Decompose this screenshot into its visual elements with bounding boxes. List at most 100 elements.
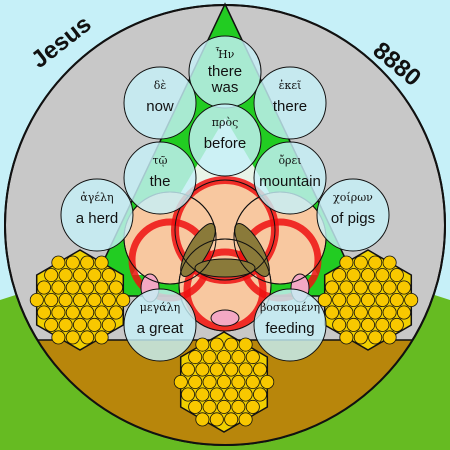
coin bbox=[245, 399, 260, 414]
coin bbox=[94, 305, 109, 320]
coin bbox=[324, 305, 339, 320]
coin bbox=[44, 268, 59, 283]
english-word: now bbox=[146, 98, 174, 115]
english-word: a great bbox=[137, 320, 185, 337]
greek-word: βοσκομένη bbox=[260, 301, 320, 314]
coin bbox=[180, 387, 195, 402]
word-circle-disc bbox=[123, 288, 197, 362]
greek-word: μεγάλη bbox=[140, 301, 180, 314]
word-circle-group: Ἦνtherewasδὲnowἐκεῖthereπρὸςbeforeτῷtheὄ… bbox=[60, 35, 390, 362]
coin bbox=[346, 317, 361, 332]
coin bbox=[368, 280, 383, 295]
coin bbox=[202, 374, 217, 389]
coin bbox=[238, 412, 253, 427]
coin bbox=[238, 337, 253, 352]
coin bbox=[80, 255, 95, 270]
coin bbox=[238, 387, 253, 402]
english-word: before bbox=[204, 135, 247, 152]
coin bbox=[360, 317, 375, 332]
english-word: there bbox=[208, 63, 242, 80]
coin bbox=[173, 374, 188, 389]
coin bbox=[58, 292, 73, 307]
coin bbox=[339, 255, 354, 270]
hexagon-group bbox=[29, 249, 419, 433]
coin bbox=[360, 292, 375, 307]
coin bbox=[238, 362, 253, 377]
word-circle-disc bbox=[188, 103, 262, 177]
coin bbox=[231, 374, 246, 389]
coin bbox=[231, 399, 246, 414]
coin bbox=[116, 292, 131, 307]
coin bbox=[252, 387, 267, 402]
greek-word: ἀγέλη bbox=[80, 191, 113, 204]
coin bbox=[353, 255, 368, 270]
coin bbox=[29, 292, 44, 307]
coin bbox=[202, 399, 217, 414]
coin bbox=[101, 317, 116, 332]
coin bbox=[339, 305, 354, 320]
coin bbox=[73, 268, 88, 283]
coin bbox=[101, 292, 116, 307]
coin bbox=[58, 268, 73, 283]
english-word: a herd bbox=[76, 210, 119, 227]
coin bbox=[195, 362, 210, 377]
coin bbox=[389, 268, 404, 283]
coin bbox=[252, 362, 267, 377]
coin bbox=[339, 330, 354, 345]
coin bbox=[87, 268, 102, 283]
coin bbox=[332, 268, 347, 283]
coin bbox=[353, 305, 368, 320]
word-circle-disc bbox=[253, 141, 327, 215]
coin bbox=[65, 280, 80, 295]
word-circle-before: πρὸς before bbox=[188, 103, 262, 177]
coin bbox=[65, 330, 80, 345]
coin bbox=[94, 255, 109, 270]
word-circle-disc bbox=[253, 288, 327, 362]
coin bbox=[368, 255, 383, 270]
coin bbox=[87, 292, 102, 307]
english-word: mountain bbox=[259, 173, 321, 190]
coin bbox=[332, 317, 347, 332]
coin bbox=[375, 268, 390, 283]
coin bbox=[346, 268, 361, 283]
coin bbox=[382, 305, 397, 320]
coin bbox=[87, 317, 102, 332]
coin bbox=[73, 292, 88, 307]
coin bbox=[80, 330, 95, 345]
coin bbox=[44, 292, 59, 307]
coin bbox=[195, 412, 210, 427]
coin bbox=[360, 268, 375, 283]
coin bbox=[353, 280, 368, 295]
word-circle-disc bbox=[60, 178, 134, 252]
word-circle-disc bbox=[316, 178, 390, 252]
word-circle-disc bbox=[253, 66, 327, 140]
coin bbox=[216, 350, 231, 365]
hexagon-left bbox=[29, 249, 131, 351]
coin bbox=[382, 280, 397, 295]
coin bbox=[224, 362, 239, 377]
english-word: feeding bbox=[265, 320, 314, 337]
coin bbox=[382, 255, 397, 270]
coin bbox=[94, 330, 109, 345]
coin bbox=[65, 305, 80, 320]
coin bbox=[58, 317, 73, 332]
coin bbox=[44, 317, 59, 332]
coin bbox=[332, 292, 347, 307]
greek-word: πρὸς bbox=[212, 116, 238, 129]
coin bbox=[51, 255, 66, 270]
greek-word: ἐκεῖ bbox=[279, 79, 302, 92]
coin bbox=[368, 305, 383, 320]
coin bbox=[51, 305, 66, 320]
coin bbox=[209, 412, 224, 427]
word-circle-a-herd: ἀγέλη a herd bbox=[60, 178, 134, 252]
coin bbox=[188, 374, 203, 389]
hexagon-bottom bbox=[173, 331, 275, 433]
word-circle-feeding: βοσκομένη feeding bbox=[253, 288, 327, 362]
english-word: of pigs bbox=[331, 210, 375, 227]
coin bbox=[37, 280, 52, 295]
